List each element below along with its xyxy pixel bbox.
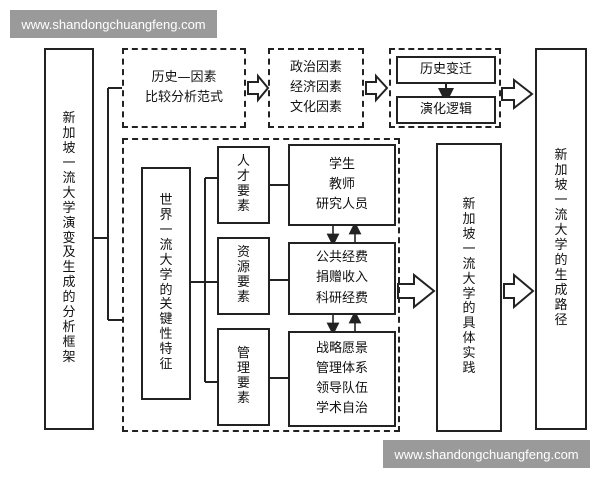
item-management-system: 管理体系 bbox=[315, 360, 368, 376]
practice-label: 新加坡一流大学的具体实践 bbox=[462, 196, 476, 377]
factors-box: 政治因素 经济因素 文化因素 bbox=[268, 48, 364, 128]
factor-economic: 经济因素 bbox=[289, 79, 342, 95]
analysis-framework-box: 新加坡一流大学演变及生成的分析框架 bbox=[44, 48, 94, 430]
item-leadership-team: 领导队伍 bbox=[315, 381, 368, 396]
management-items-box: 战略愿景 管理体系 领导队伍 学术自治 bbox=[288, 331, 396, 427]
factor-cultural: 文化因素 bbox=[289, 100, 342, 116]
world-class-features-label: 世界一流大学的关键性特征 bbox=[159, 192, 173, 373]
item-strategic-vision: 战略愿景 bbox=[315, 340, 368, 356]
talent-element-label: 人才要素 bbox=[236, 154, 250, 214]
watermark-bottom: www.shandongchuangfeng.com bbox=[383, 440, 590, 468]
item-public-funding: 公共经费 bbox=[315, 250, 368, 266]
talent-items-box: 学生 教师 研究人员 bbox=[288, 144, 396, 226]
talent-element-box: 人才要素 bbox=[217, 146, 270, 224]
generation-path-label: 新加坡一流大学的生成路径 bbox=[554, 148, 568, 328]
world-class-features-box: 世界一流大学的关键性特征 bbox=[141, 167, 191, 400]
practice-box: 新加坡一流大学的具体实践 bbox=[436, 143, 502, 432]
resource-items-box: 公共经费 捐赠收入 科研经费 bbox=[288, 242, 396, 315]
management-element-box: 管理要素 bbox=[217, 328, 270, 426]
evolution-box bbox=[389, 48, 501, 128]
paradigm-box: 历史—因素 比较分析范式 bbox=[122, 48, 246, 128]
evolution-logic-label: 演化逻辑 bbox=[419, 101, 472, 117]
item-students: 学生 bbox=[328, 156, 355, 172]
item-researchers: 研究人员 bbox=[315, 197, 368, 213]
historical-change-label: 历史变迁 bbox=[419, 61, 472, 77]
paradigm-line-1: 历史—因素 bbox=[151, 69, 217, 85]
item-research-funding: 科研经费 bbox=[315, 290, 368, 306]
resource-element-box: 资源要素 bbox=[217, 237, 270, 315]
analysis-framework-label: 新加坡一流大学演变及生成的分析框架 bbox=[62, 111, 76, 366]
item-teachers: 教师 bbox=[328, 176, 355, 192]
factor-political: 政治因素 bbox=[289, 59, 342, 75]
evolution-logic-box: 演化逻辑 bbox=[396, 96, 496, 124]
item-academic-autonomy: 学术自治 bbox=[315, 401, 368, 417]
watermark-top: www.shandongchuangfeng.com bbox=[10, 10, 217, 38]
management-element-label: 管理要素 bbox=[236, 346, 250, 406]
resource-element-label: 资源要素 bbox=[236, 245, 250, 305]
historical-change-box: 历史变迁 bbox=[396, 56, 496, 84]
item-donation-income: 捐赠收入 bbox=[315, 270, 368, 286]
paradigm-line-2: 比较分析范式 bbox=[144, 90, 223, 105]
key-characteristics-container bbox=[122, 138, 400, 432]
generation-path-box: 新加坡一流大学的生成路径 bbox=[535, 48, 587, 430]
